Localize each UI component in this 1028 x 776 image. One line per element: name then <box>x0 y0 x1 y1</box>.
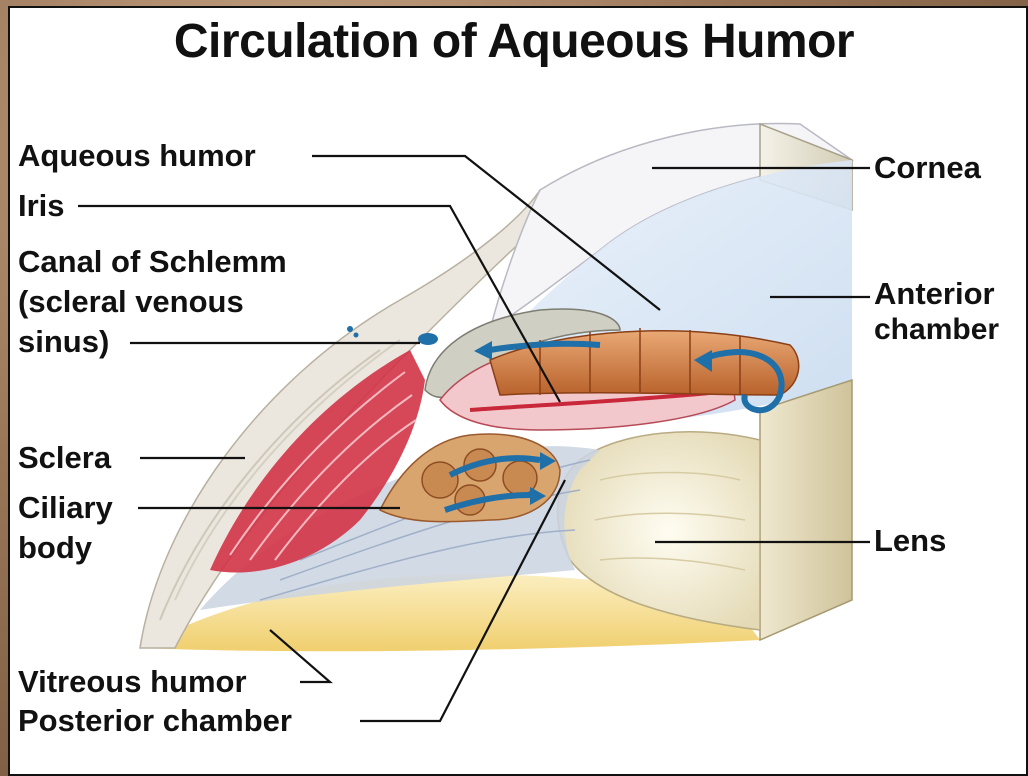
label-posterior-chamber: Posterior chamber <box>18 703 292 739</box>
label-cornea: Cornea <box>874 150 981 186</box>
label-iris: Iris <box>18 188 65 224</box>
label-canal-of-schlemm-line3: sinus) <box>18 324 109 360</box>
label-lens: Lens <box>874 523 946 559</box>
label-vitreous-humor: Vitreous humor <box>18 664 247 700</box>
label-canal-of-schlemm-line1: Canal of Schlemm <box>18 244 287 280</box>
label-aqueous-humor: Aqueous humor <box>18 138 256 174</box>
canal-of-schlemm <box>418 333 438 345</box>
label-ciliary-body-line1: Ciliary <box>18 490 113 526</box>
label-ciliary-body-line2: body <box>18 530 92 566</box>
label-sclera: Sclera <box>18 440 111 476</box>
label-canal-of-schlemm-line2: (scleral venous <box>18 284 244 320</box>
label-anterior-chamber-line1: Anterior <box>874 276 995 312</box>
lens-block <box>760 380 852 640</box>
label-anterior-chamber-line2: chamber <box>874 312 999 348</box>
